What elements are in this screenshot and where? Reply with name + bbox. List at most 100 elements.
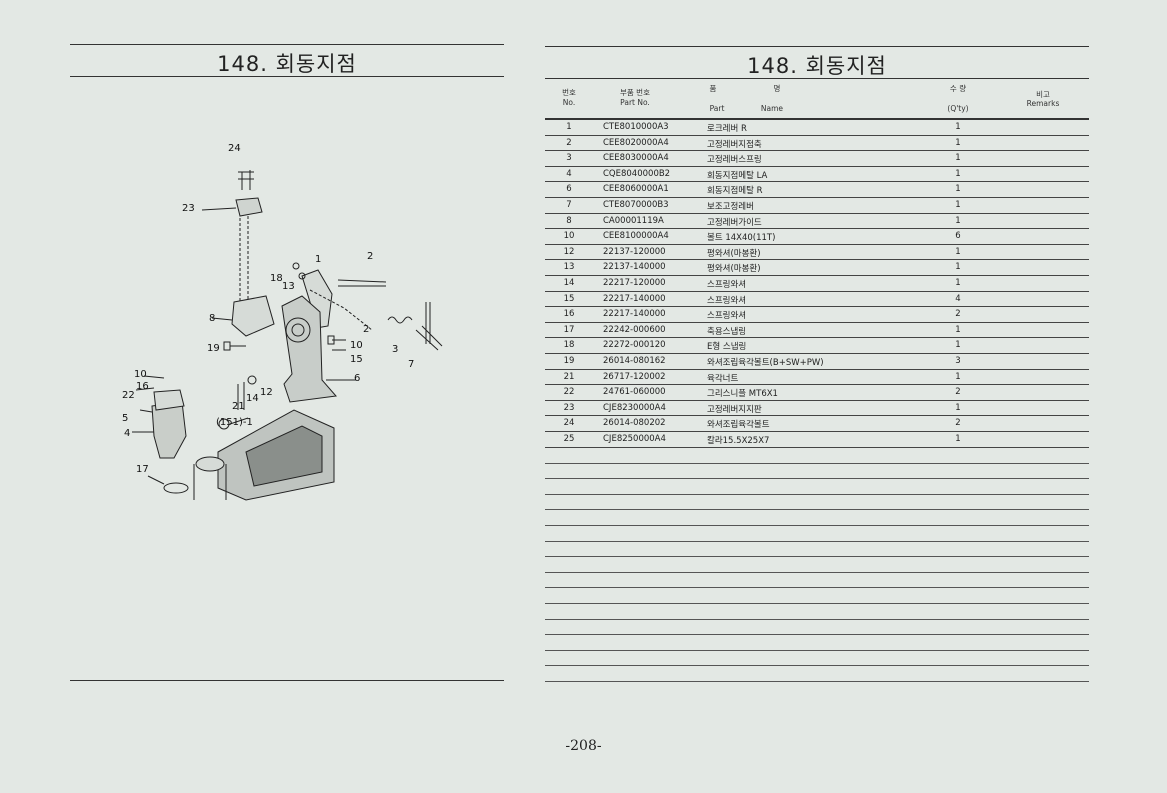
parts-table-header: 번호 No. 부품 번호 Part No. 품 명 Part Name 수 량 … (545, 80, 1089, 118)
callout-24: 24 (228, 143, 241, 154)
cell-part-number: 26717-120002 (603, 371, 666, 382)
empty-table-line (545, 525, 1089, 526)
cell-no: 23 (563, 402, 575, 413)
cell-part-name: 고정레버지지판 (707, 404, 762, 415)
callout-10-left: 10 (134, 369, 147, 380)
cell-part-name: 스프링와셔 (707, 311, 747, 322)
cell-no: 1 (566, 122, 572, 132)
empty-table-line (545, 649, 1089, 651)
header-no-ko: 번호 (562, 88, 576, 97)
cell-no: 22 (563, 387, 575, 398)
callout-3: 3 (392, 344, 399, 355)
cell-part-number: CQE8040000B2 (603, 168, 671, 179)
cell-no: 8 (566, 215, 572, 226)
empty-table-line (545, 556, 1089, 558)
cell-quantity: 1 (955, 278, 961, 288)
callout-14: 14 (246, 393, 259, 404)
cell-quantity: 2 (955, 309, 961, 320)
callout-6: 6 (354, 373, 361, 384)
callout-4: 4 (124, 428, 131, 439)
cell-no: 4 (566, 168, 572, 179)
cell-part-name: 고정레버지점축 (707, 139, 762, 150)
empty-table-line (545, 587, 1089, 589)
cell-quantity: 1 (955, 246, 961, 257)
cell-quantity: 1 (955, 340, 961, 351)
cell-no: 19 (563, 356, 575, 366)
empty-table-line (545, 618, 1089, 620)
header-bottom-rule (545, 118, 1089, 120)
cell-part-number: CEE8060000A1 (603, 184, 669, 195)
empty-table-line (545, 540, 1089, 542)
cell-no: 21 (563, 371, 575, 382)
empty-table-line (545, 478, 1089, 480)
cell-part-number: CEE8100000A4 (603, 231, 669, 242)
cell-no: 24 (563, 418, 575, 429)
header-part-en: Part No. (620, 98, 650, 107)
callout-12: 12 (260, 387, 273, 398)
cell-no: 25 (563, 434, 575, 444)
cell-no: 14 (563, 278, 575, 288)
cell-part-number: 22217-140000 (603, 309, 666, 320)
empty-table-line (545, 462, 1089, 464)
header-name-ko-1: 품 (709, 84, 717, 93)
right-title-bottom-rule (545, 78, 1089, 79)
cell-quantity: 1 (955, 153, 961, 164)
page-number: -208- (565, 738, 602, 754)
callout-16: 16 (136, 381, 149, 392)
cell-part-number: 22272-000120 (603, 340, 666, 351)
cell-part-name: 그리스니플 MT6X1 (707, 389, 778, 400)
cell-quantity: 1 (955, 200, 961, 210)
callout-13: 13 (282, 281, 295, 292)
callout-23: 23 (182, 203, 195, 214)
cell-part-name: 보조고정레버 (707, 202, 754, 212)
cell-part-name: 볼트 14X40(11T) (707, 233, 776, 244)
cell-no: 15 (563, 293, 575, 304)
cell-part-name: 회동지점메탈 R (707, 186, 763, 197)
header-part-ko: 부품 번호 (620, 88, 650, 97)
cell-quantity: 1 (955, 122, 961, 132)
header-remarks-en: Remarks (1026, 99, 1060, 108)
left-bottom-rule (70, 680, 504, 681)
right-page-title: 148. 회동지점 (747, 54, 887, 78)
cell-part-number: 22217-140000 (603, 293, 666, 304)
cell-part-name: 칼라15.5X25X7 (707, 436, 770, 446)
cell-no: 6 (566, 184, 572, 195)
cell-part-name: 스프링와셔 (707, 280, 747, 290)
empty-table-line (545, 571, 1089, 573)
cell-no: 10 (563, 231, 575, 242)
callout-2-top: 2 (367, 251, 374, 262)
cell-quantity: 4 (955, 293, 961, 304)
cell-quantity: 1 (955, 371, 961, 382)
cell-no: 7 (566, 200, 572, 210)
diagram-drawing (132, 170, 443, 501)
cell-quantity: 1 (955, 262, 961, 273)
callout-2-bottom: 2 (363, 324, 370, 335)
cell-quantity: 3 (955, 356, 961, 366)
cell-part-name: 스프링와셔 (707, 295, 747, 306)
header-no-en: No. (562, 98, 576, 107)
cell-part-number: CEE8020000A4 (603, 137, 669, 148)
callout-151-1: (151)-1 (216, 417, 253, 428)
cell-no: 16 (563, 309, 575, 320)
callout-17: 17 (136, 464, 149, 475)
cell-no: 3 (566, 153, 572, 164)
cell-part-number: CJE8230000A4 (603, 402, 666, 413)
empty-table-line (545, 634, 1089, 636)
cell-part-name: 평와셔(마봉환) (707, 264, 761, 275)
callout-15: 15 (350, 354, 363, 365)
cell-quantity: 2 (955, 418, 961, 429)
callout-10-right: 10 (350, 340, 363, 351)
